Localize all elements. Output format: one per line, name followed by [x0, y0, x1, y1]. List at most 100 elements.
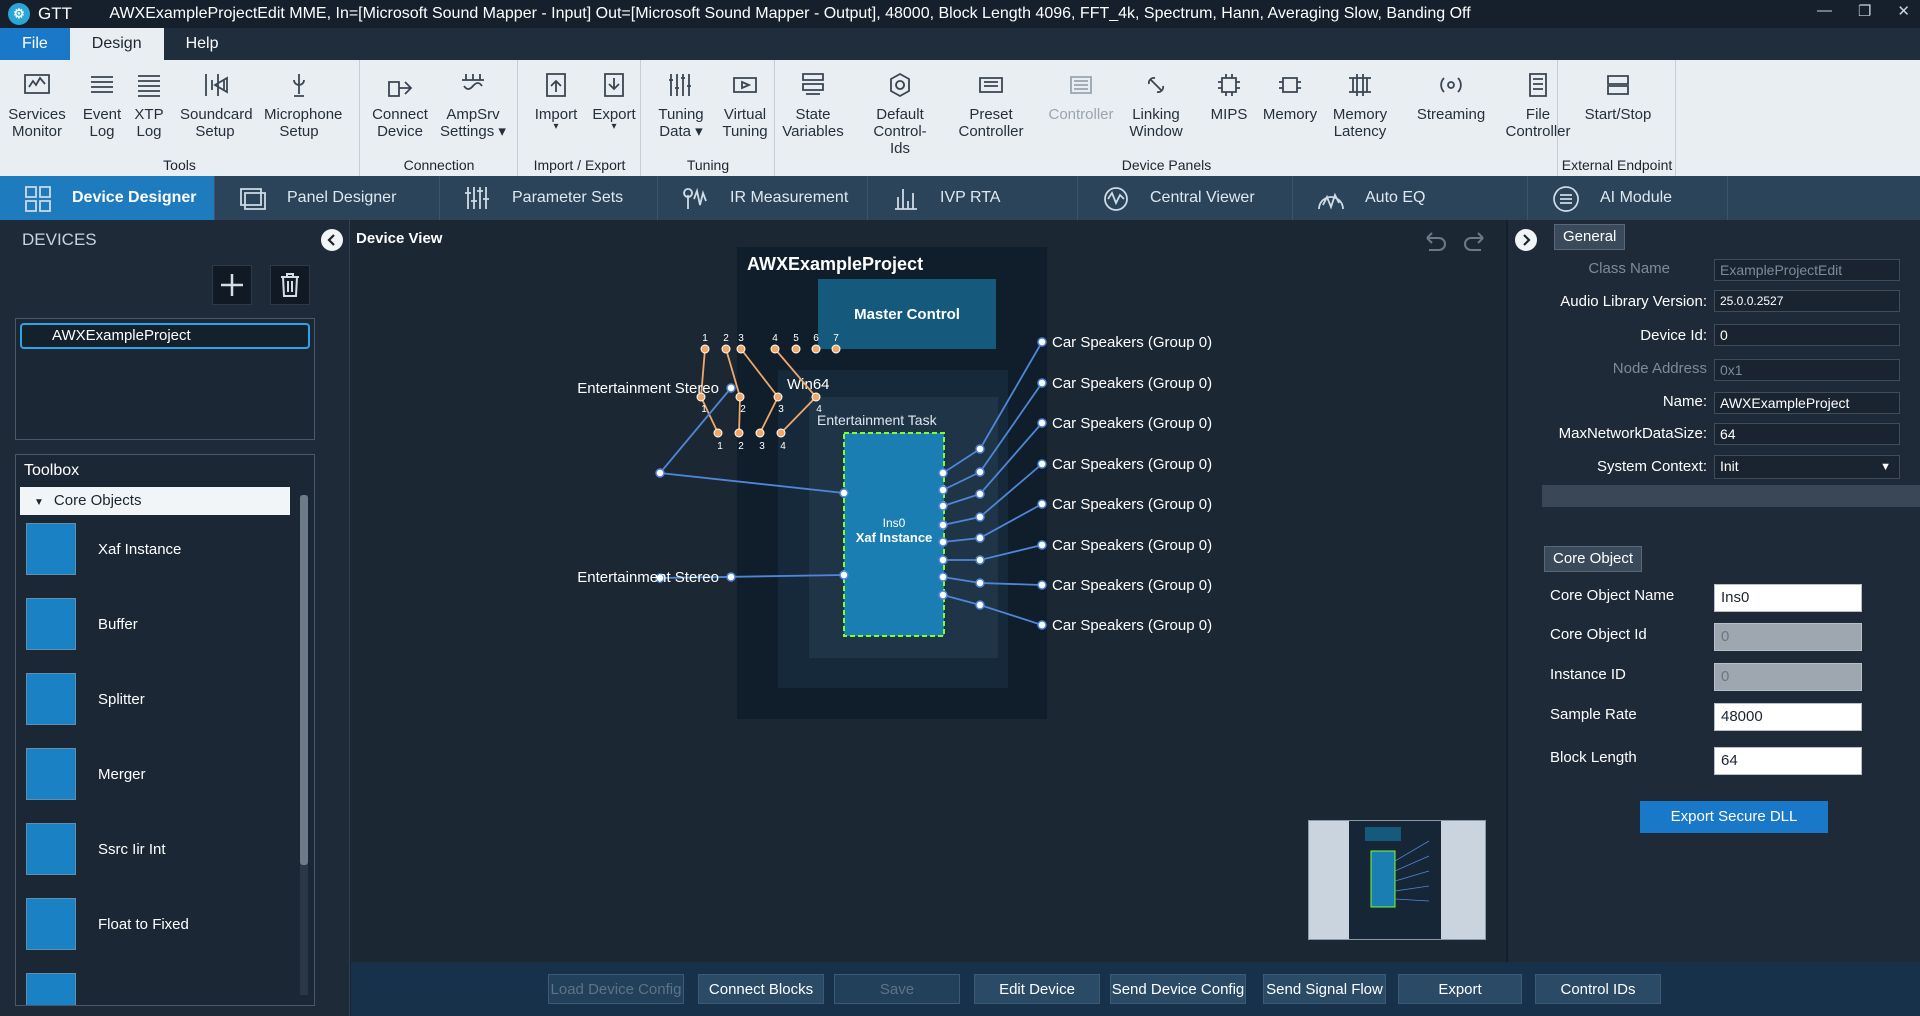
- toolbox-item-merger[interactable]: Merger: [26, 748, 146, 800]
- export-button[interactable]: Export: [1398, 974, 1522, 1004]
- instance-output-pin[interactable]: [938, 485, 948, 495]
- sample-rate-field[interactable]: 48000: [1714, 703, 1862, 731]
- redo-icon[interactable]: [1461, 230, 1491, 256]
- output-pin[interactable]: [1037, 459, 1047, 469]
- instance-control-pin[interactable]: [734, 428, 744, 438]
- task-pin[interactable]: [773, 392, 783, 402]
- output-pin[interactable]: [1037, 499, 1047, 509]
- connect-blocks-button[interactable]: Connect Blocks: [698, 974, 824, 1004]
- output-pin[interactable]: [1037, 540, 1047, 550]
- memory-button[interactable]: Memory: [1255, 70, 1325, 123]
- task-input-pin[interactable]: [655, 573, 665, 583]
- instance-input-pin[interactable]: [839, 488, 849, 498]
- device-view[interactable]: Device View AWXExampleProject Master Con…: [351, 220, 1506, 962]
- task-input-pin[interactable]: [655, 468, 665, 478]
- output-pin[interactable]: [1037, 378, 1047, 388]
- delete-device-button[interactable]: [270, 265, 310, 305]
- tab-ivp-rta[interactable]: IVP RTA: [868, 176, 1078, 220]
- general-section-header[interactable]: General: [1554, 224, 1626, 250]
- master-pin[interactable]: [770, 344, 780, 354]
- restore-icon[interactable]: ❐: [1857, 3, 1872, 20]
- master-pin[interactable]: [831, 344, 841, 354]
- output-pin[interactable]: [1037, 580, 1047, 590]
- block-length-field[interactable]: 64: [1714, 747, 1862, 775]
- menu-design[interactable]: Design: [69, 28, 164, 60]
- controller-button[interactable]: Controller: [1046, 70, 1116, 123]
- tab-device-designer[interactable]: Device Designer: [0, 176, 215, 220]
- instance-output-pin[interactable]: [938, 555, 948, 565]
- tab-parameter-sets[interactable]: Parameter Sets: [440, 176, 658, 220]
- task-output-pin[interactable]: [975, 533, 985, 543]
- control-wire[interactable]: [700, 348, 706, 398]
- master-pin[interactable]: [791, 344, 801, 354]
- task-output-pin[interactable]: [975, 512, 985, 522]
- streaming-button[interactable]: Streaming: [1416, 70, 1486, 123]
- tab-ir-measurement[interactable]: IR Measurement: [658, 176, 868, 220]
- menu-help[interactable]: Help: [185, 35, 219, 52]
- output-pin[interactable]: [1037, 620, 1047, 630]
- tab-panel-designer[interactable]: Panel Designer: [215, 176, 440, 220]
- export-button[interactable]: Export▾: [579, 70, 649, 132]
- toolbox-item-xaf-instance[interactable]: Xaf Instance: [26, 523, 181, 575]
- control-wire[interactable]: [780, 396, 817, 434]
- max-network-data-size-field[interactable]: 64: [1714, 423, 1900, 445]
- toolbox-item-partial[interactable]: [26, 973, 98, 1005]
- task-pin[interactable]: [735, 392, 745, 402]
- name-field[interactable]: AWXExampleProject: [1714, 392, 1900, 414]
- input-pin[interactable]: [726, 572, 736, 582]
- import-button[interactable]: Import▾: [521, 70, 591, 132]
- minimize-icon[interactable]: —: [1816, 2, 1832, 19]
- task-output-pin[interactable]: [975, 444, 985, 454]
- scrollbar-thumb[interactable]: [300, 495, 308, 865]
- toolbox-item-float-to-fixed[interactable]: Float to Fixed: [26, 898, 189, 950]
- control-ids-button[interactable]: Control IDs: [1535, 974, 1661, 1004]
- instance-output-pin[interactable]: [938, 468, 948, 478]
- input-pin[interactable]: [726, 383, 736, 393]
- system-context-select[interactable]: Init ▼: [1714, 455, 1900, 479]
- instance-control-pin[interactable]: [713, 428, 723, 438]
- control-wire[interactable]: [759, 396, 779, 434]
- tab-auto-eq[interactable]: Auto EQ: [1293, 176, 1528, 220]
- export-secure-dll-button[interactable]: Export Secure DLL: [1640, 801, 1828, 833]
- master-pin[interactable]: [811, 344, 821, 354]
- expand-right-panel-icon[interactable]: [1514, 228, 1538, 252]
- device-id-field[interactable]: 0: [1714, 324, 1900, 346]
- core-object-section-header[interactable]: Core Object: [1544, 546, 1643, 572]
- send-signal-flow-button[interactable]: Send Signal Flow: [1263, 974, 1386, 1004]
- control-wire[interactable]: [774, 348, 817, 398]
- task-pin[interactable]: [811, 392, 821, 402]
- task-output-pin[interactable]: [975, 555, 985, 565]
- xaf-instance-block[interactable]: [843, 432, 945, 637]
- task-output-pin[interactable]: [975, 600, 985, 610]
- device-item[interactable]: AWXExampleProject: [20, 323, 310, 349]
- tab-central-viewer[interactable]: Central Viewer: [1078, 176, 1293, 220]
- output-pin[interactable]: [1037, 418, 1047, 428]
- master-pin[interactable]: [700, 344, 710, 354]
- control-wire[interactable]: [738, 396, 741, 434]
- undo-icon[interactable]: [1419, 230, 1449, 256]
- menu-file[interactable]: File: [0, 28, 70, 60]
- toolbox-item-ssrc-iir-int[interactable]: Ssrc Iir Int: [26, 823, 166, 875]
- toolbox-item-splitter[interactable]: Splitter: [26, 673, 145, 725]
- toolbox-category-core-objects[interactable]: ▼Core Objects: [20, 487, 290, 515]
- master-pin[interactable]: [721, 344, 731, 354]
- instance-output-pin[interactable]: [938, 501, 948, 511]
- instance-control-pin[interactable]: [755, 428, 765, 438]
- instance-output-pin[interactable]: [938, 590, 948, 600]
- control-wire[interactable]: [725, 348, 741, 398]
- instance-input-pin[interactable]: [839, 570, 849, 580]
- instance-output-pin[interactable]: [938, 520, 948, 530]
- control-wire[interactable]: [740, 348, 779, 398]
- tab-ai-module[interactable]: AI Module: [1528, 176, 1728, 220]
